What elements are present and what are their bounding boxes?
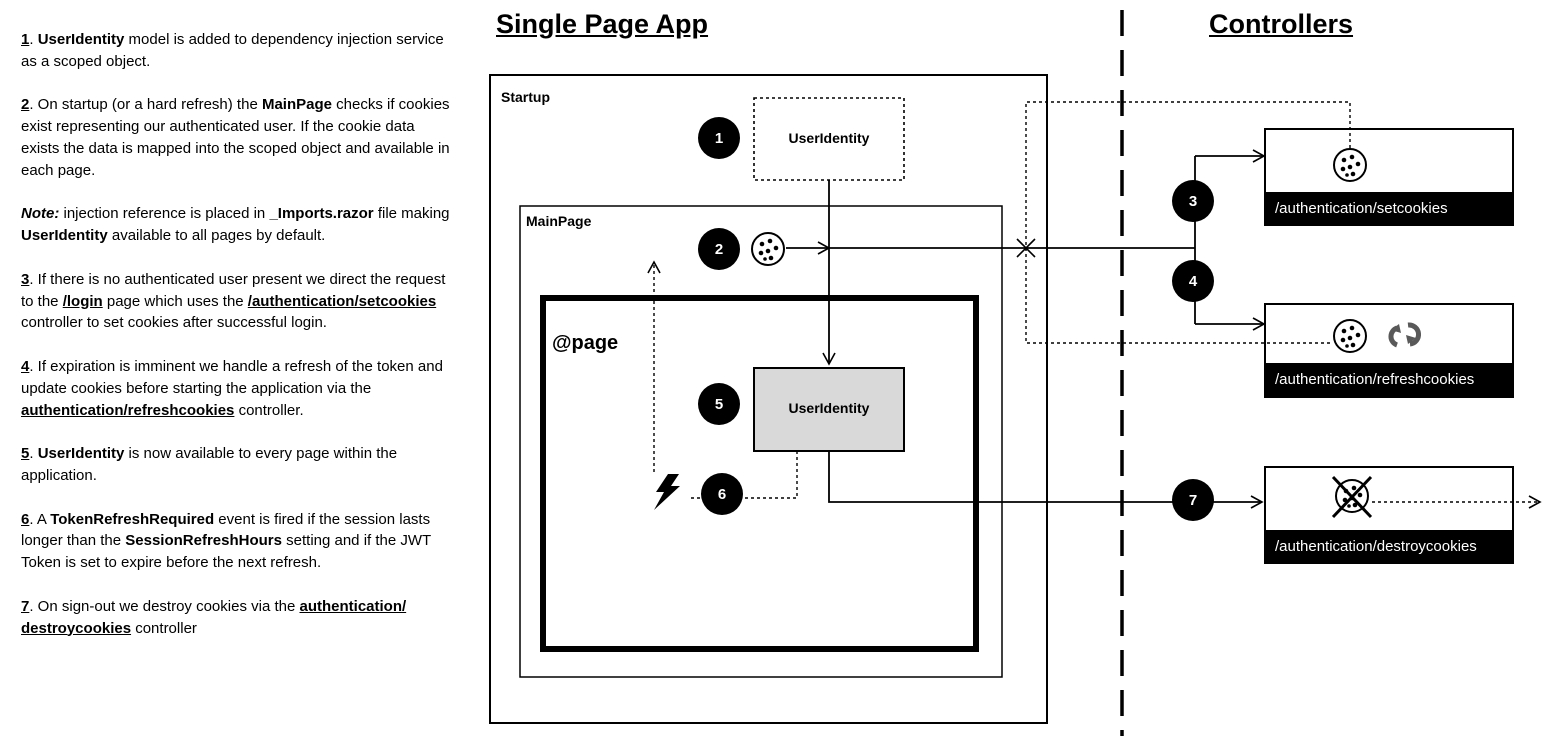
setcookies-endpoint: /authentication/setcookies (1265, 192, 1513, 225)
step-marker-7 (1172, 479, 1214, 521)
step-marker-3 (1172, 180, 1214, 222)
note-injection: Note: injection reference is placed in _… (21, 205, 450, 245)
cookie-return-line (1025, 101, 1351, 344)
useridentity-inner-label: UserIdentity (788, 400, 870, 416)
step-number-5: 5 (715, 396, 723, 413)
refresh-icon (1388, 322, 1421, 348)
cookie-icon (1333, 148, 1367, 182)
notes-panel: 1. UserIdentity model is added to depend… (21, 29, 451, 661)
note-6: 6. A TokenRefreshRequired event is fired… (21, 510, 431, 572)
step-marker-2 (698, 228, 740, 270)
page-box (540, 295, 979, 652)
step-number-7: 7 (1189, 492, 1197, 509)
step-number-6: 6 (718, 486, 726, 503)
step-markers: 1 2 3 4 5 6 7 (698, 117, 1214, 521)
startup-label: Startup (501, 89, 550, 105)
destroyed-cookie-icon (1331, 475, 1373, 519)
note-2: 2. On startup (or a hard refresh) the Ma… (21, 96, 450, 179)
spa-title: Single Page App (496, 9, 709, 39)
note-5: 5. UserIdentity is now available to ever… (21, 445, 398, 484)
destroycookies-endpoint: /authentication/destroycookies (1265, 530, 1513, 563)
useridentity-top-label: UserIdentity (788, 130, 870, 146)
cookie-icon (751, 232, 785, 266)
note-3: 3. If there is no authenticated user pre… (21, 270, 446, 332)
step-marker-6 (701, 473, 743, 515)
signout-arrow (828, 451, 1264, 509)
page-label: @page (552, 332, 619, 354)
note-4: 4. If expiration is imminent we handle a… (21, 357, 443, 419)
step-marker-1 (698, 117, 740, 159)
refreshcookies-endpoint: /authentication/refreshcookies (1265, 363, 1513, 396)
controllers-title: Controllers (1209, 9, 1354, 39)
cookie-icon (1333, 319, 1367, 353)
step-marker-5 (698, 383, 740, 425)
note-1: 1. UserIdentity model is added to depend… (21, 31, 444, 70)
useridentity-inner-box (753, 367, 905, 452)
step-number-1: 1 (715, 130, 723, 147)
useridentity-top-box (753, 97, 905, 181)
crossing-mark (1016, 238, 1036, 258)
step-number-4: 4 (1189, 273, 1198, 290)
startup-box (489, 74, 1048, 724)
step-number-2: 2 (715, 241, 723, 258)
note-7: 7. On sign-out we destroy cookies via th… (21, 597, 407, 637)
mainpage-label: MainPage (526, 213, 592, 229)
step-number-3: 3 (1189, 193, 1197, 210)
step-marker-4 (1172, 260, 1214, 302)
lightning-icon (654, 474, 680, 510)
mainpage-box (519, 205, 1003, 678)
